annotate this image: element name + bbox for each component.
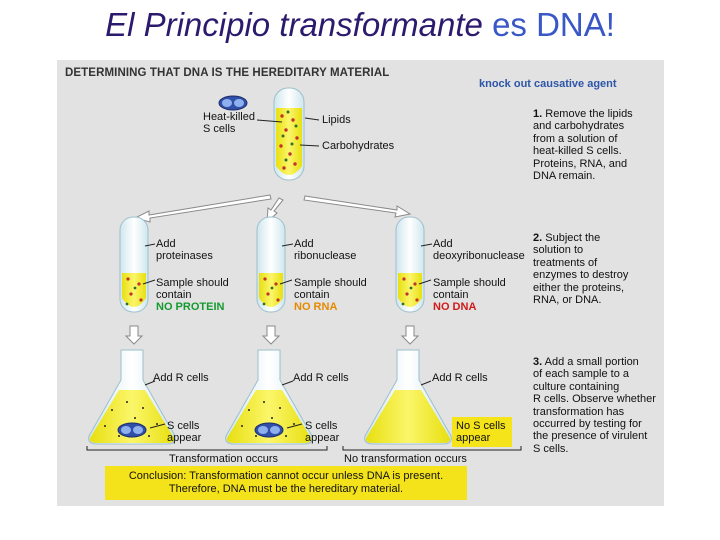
- flask-1-add-label: Add R cells: [153, 372, 209, 384]
- tube-3-sample-label: Sample should contain NO DNA: [433, 277, 506, 313]
- flask-2-result-line-2: appear: [305, 432, 340, 444]
- carbohydrates-label: Carbohydrates: [322, 140, 395, 152]
- flask-2-add-label: Add R cells: [293, 372, 349, 384]
- top-tube: [273, 87, 305, 181]
- tube-1-sample-line-1: Sample should: [156, 277, 229, 289]
- tube-2-enzyme-label: Add ribonuclease: [294, 238, 356, 262]
- tube-1-result: NO PROTEIN: [156, 301, 225, 313]
- flask-3: [364, 349, 452, 445]
- conclusion-line-2: Therefore, DNA must be the hereditary ma…: [168, 483, 404, 495]
- flask-1-result-line-2: appear: [167, 432, 202, 444]
- heat-killed-line-1: Heat-killed: [203, 111, 255, 123]
- step-2-line-1: Subject the: [545, 232, 601, 244]
- step-3-line-3: culture containing: [533, 380, 620, 393]
- step-3-line-5: transformation has: [533, 405, 625, 418]
- step-2-line-5: either the proteins,: [533, 281, 625, 294]
- conclusion-line-1: Conclusion: Transformation cannot occur …: [128, 470, 444, 482]
- step-2-line-2: solution to: [533, 244, 584, 257]
- flask-2: [225, 349, 313, 445]
- step-1-line-2: and carbohydrates: [533, 120, 625, 133]
- flask-3-result-line-2: appear: [456, 432, 491, 444]
- experiment-diagram-panel: DETERMINING THAT DNA IS THE HEREDITARY M…: [57, 60, 664, 506]
- step-1-line-1: Remove the lipids: [545, 108, 633, 120]
- step-2-number: 2.: [533, 232, 543, 244]
- heat-killed-label: Heat-killed S cells: [203, 111, 255, 135]
- tube-1-sample-label: Sample should contain NO PROTEIN: [156, 277, 229, 313]
- step-1-line-4: heat-killed S cells.: [533, 145, 622, 158]
- tube-1-sample-line-2: contain: [156, 289, 192, 301]
- no-transformation-label: No transformation occurs: [344, 453, 467, 465]
- flask-3-result-label: No S cells appear: [456, 420, 506, 444]
- step-1-number: 1.: [533, 108, 543, 120]
- step-3-line-1: Add a small portion: [544, 356, 639, 368]
- tube-3-add: Add: [433, 238, 453, 250]
- step-1-line-6: DNA remain.: [533, 170, 596, 183]
- step-3-line-2: of each sample to a: [533, 368, 630, 381]
- knock-out-label: knock out causative agent: [479, 78, 617, 90]
- conclusion-box: Conclusion: Transformation cannot occur …: [105, 466, 467, 500]
- tube-deoxyribonuclease: [395, 216, 425, 313]
- step-1-line-5: Proteins, RNA, and: [533, 157, 628, 170]
- tube-2-sample-line-2: contain: [294, 289, 330, 301]
- tube-ribonuclease: [256, 216, 286, 313]
- flask-1: [88, 349, 176, 445]
- tube-2-result: NO RNA: [294, 301, 338, 313]
- outcome-brackets: [86, 446, 522, 451]
- slide-title-blue: es DNA!: [492, 6, 615, 43]
- tube-3-result: NO DNA: [433, 301, 477, 313]
- step-2-text: 2. Subject the solution to treatments of…: [533, 232, 667, 306]
- flask-3-result-line-1: No S cells: [456, 420, 506, 432]
- no-s-cells-highlight: [452, 417, 512, 447]
- step-2-line-4: enzymes to destroy: [533, 269, 629, 282]
- step-3-line-7: the presence of virulent: [533, 430, 648, 443]
- experiment-diagram: [86, 87, 522, 451]
- tube-1-add: Add: [156, 238, 176, 250]
- tube-3-enzyme-label: Add deoxyribonuclease: [433, 238, 525, 262]
- flask-1-result-line-1: S cells: [167, 420, 200, 432]
- transformation-occurs-label: Transformation occurs: [169, 453, 279, 465]
- slide-title: El Principio transformante es DNA!: [0, 6, 720, 44]
- panel-header: DETERMINING THAT DNA IS THE HEREDITARY M…: [65, 67, 390, 79]
- lipids-label: Lipids: [322, 114, 351, 126]
- split-arrows: [133, 194, 412, 224]
- tube-3-sample-line-2: contain: [433, 289, 469, 301]
- tube-2-add: Add: [294, 238, 314, 250]
- flask-2-result-line-1: S cells: [305, 420, 338, 432]
- tube-2-sample-label: Sample should contain NO RNA: [294, 277, 367, 313]
- step-3-line-8: S cells.: [533, 442, 569, 455]
- flask-3-add-label: Add R cells: [432, 372, 488, 384]
- heat-killed-s-cells-icon: [218, 95, 248, 111]
- step-3-number: 3.: [533, 356, 543, 368]
- step-2-line-6: RNA, or DNA.: [533, 294, 602, 307]
- flask-2-result-label: S cells appear: [305, 420, 339, 444]
- tube-proteinase: [119, 216, 149, 313]
- step-3-text: 3. Add a small portion of each sample to…: [533, 356, 667, 455]
- tube-1-enzyme-label: Add proteinases: [156, 238, 213, 262]
- slide-title-italic: El Principio transformante: [105, 6, 483, 43]
- down-arrows: [124, 325, 420, 345]
- step-2-line-3: treatments of: [533, 256, 598, 269]
- step-3-line-6: occurred by testing for: [533, 418, 642, 431]
- flask-1-result-label: S cells appear: [167, 420, 201, 444]
- heat-killed-line-2: S cells: [203, 123, 236, 135]
- step-1-text: 1. Remove the lipids and carbohydrates f…: [533, 108, 667, 182]
- tube-3-sample-line-1: Sample should: [433, 277, 506, 289]
- tube-2-sample-line-1: Sample should: [294, 277, 367, 289]
- tube-3-enzyme: deoxyribonuclease: [433, 250, 525, 262]
- tube-1-enzyme: proteinases: [156, 250, 213, 262]
- tube-2-enzyme: ribonuclease: [294, 250, 357, 262]
- step-1-line-3: from a solution of: [533, 132, 618, 145]
- step-3-line-4: R cells. Observe whether: [533, 393, 656, 406]
